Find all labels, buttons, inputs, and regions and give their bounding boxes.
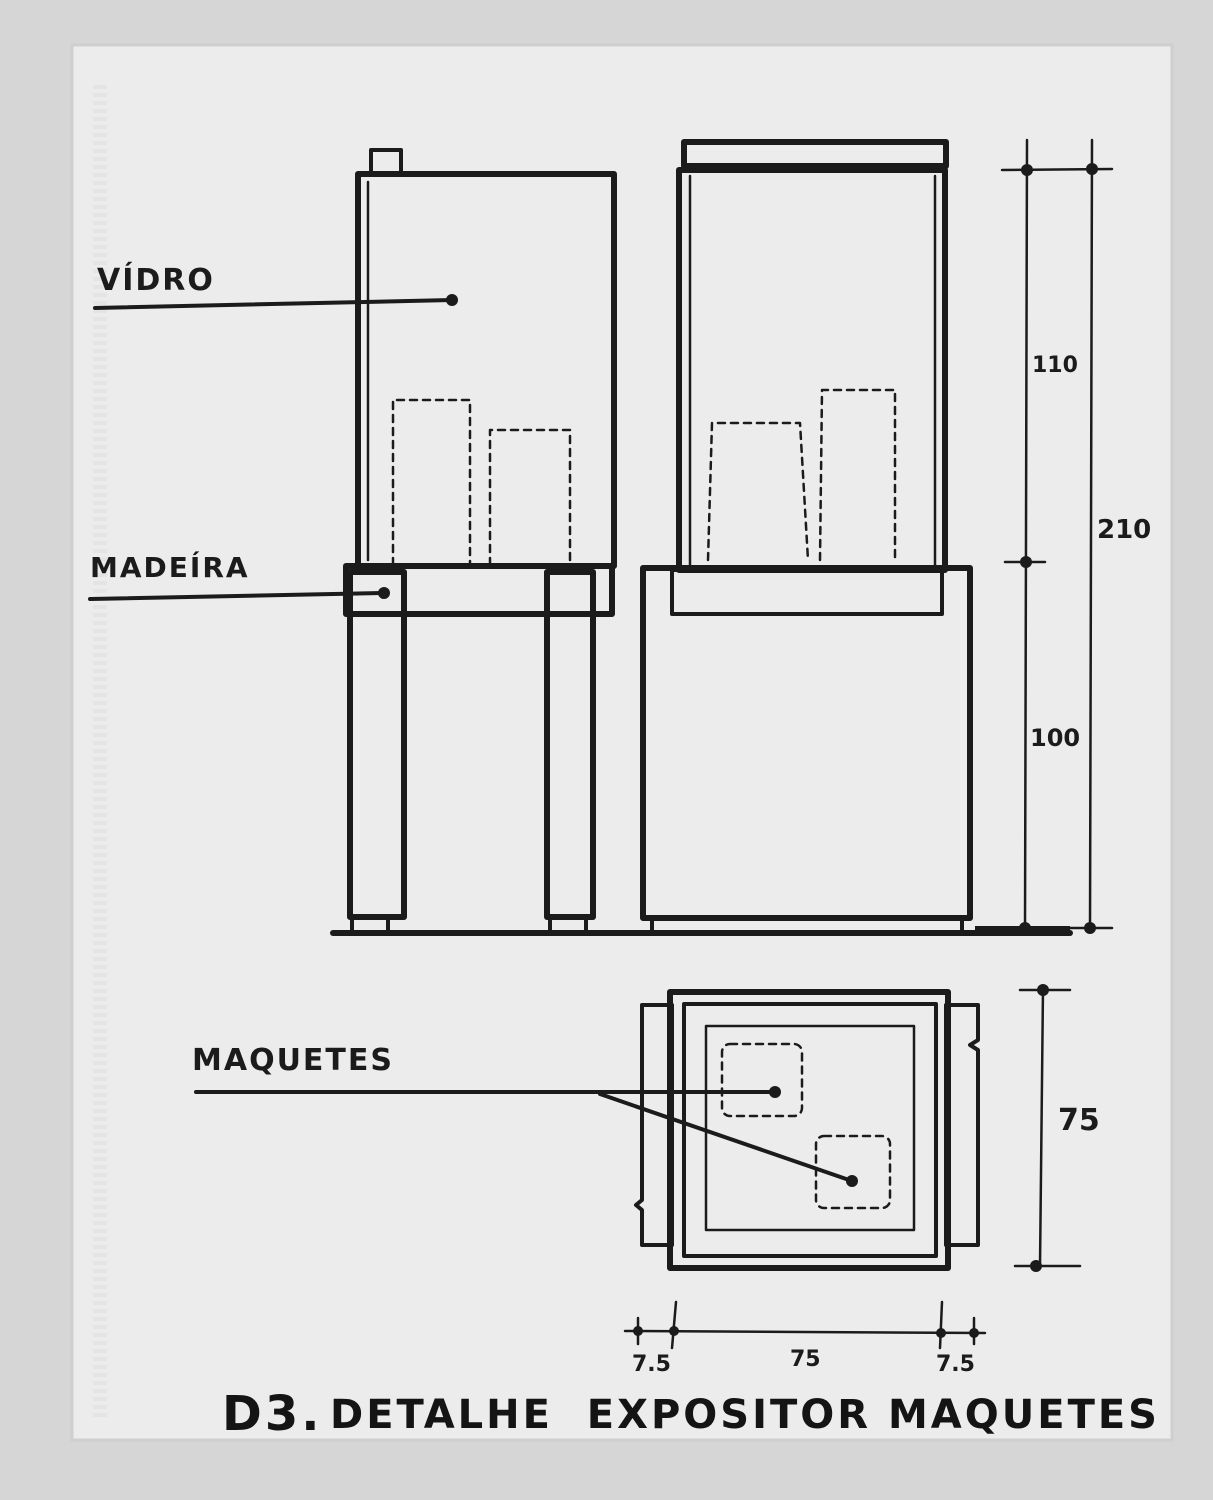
dimension-upper-height: 110 (1032, 353, 1078, 378)
plan-display-area (704, 1024, 916, 1232)
leader-dot (446, 294, 458, 306)
plan-outer-frame (667, 989, 951, 1271)
wood-base-top (343, 563, 615, 617)
leader-line-models-2 (598, 1092, 854, 1183)
dimension-point (669, 1326, 679, 1336)
leader-dot (378, 587, 390, 599)
plan-view (623, 984, 1082, 1350)
title-text: DETALHE EXPOSITOR MAQUETES (330, 1392, 1160, 1438)
leaders (88, 294, 858, 1187)
model-outline (814, 1134, 892, 1210)
dimension-line (1038, 986, 1045, 1268)
front-elevation (640, 139, 973, 934)
dimension-point (1084, 922, 1096, 934)
height-dimensions (1000, 138, 1114, 934)
plan-glass-frame (682, 1002, 938, 1258)
side-panel (944, 1003, 980, 1247)
dimension-tick (938, 1300, 944, 1350)
dimension-point (969, 1328, 979, 1338)
dimension-point (1037, 984, 1049, 996)
label-models: MAQUETES (192, 1043, 394, 1078)
dimension-point (1019, 922, 1031, 934)
dimension-point (936, 1328, 946, 1338)
model-outline (706, 421, 810, 562)
dimension-point (1086, 163, 1098, 175)
dimension-line (1088, 138, 1094, 932)
title-code: D3. (222, 1386, 322, 1442)
model-outline (818, 388, 897, 562)
top-cap (681, 139, 949, 169)
dimension-total-height: 210 (1097, 515, 1151, 545)
dimension-point (1030, 1260, 1042, 1272)
dimension-tick (670, 1300, 678, 1350)
dimension-lower-height: 100 (1030, 724, 1080, 752)
dimension-side-left: 7.5 (632, 1352, 671, 1377)
leader-dot (769, 1086, 781, 1098)
dimension-plan-width: 75 (790, 1347, 821, 1372)
dimension-point (1020, 556, 1032, 568)
model-outline (720, 1042, 804, 1118)
model-outline (488, 428, 572, 567)
dimension-point (633, 1326, 643, 1336)
cabinet-top-rail (670, 568, 944, 616)
paper-sheet (70, 43, 1174, 1442)
label-glass: VÍDRO (97, 262, 215, 298)
model-outline (391, 398, 472, 567)
dimension-plan-depth: 75 (1058, 1103, 1100, 1138)
dimension-side-right: 7.5 (936, 1352, 975, 1377)
label-wood: MADEÍRA (90, 550, 250, 584)
dimension-point (1021, 164, 1033, 176)
leader-line-wood (88, 591, 386, 601)
dimension-line (1023, 138, 1029, 932)
leader-dot (846, 1175, 858, 1187)
dimension-line (623, 1329, 987, 1335)
leader-line-glass (93, 298, 454, 310)
